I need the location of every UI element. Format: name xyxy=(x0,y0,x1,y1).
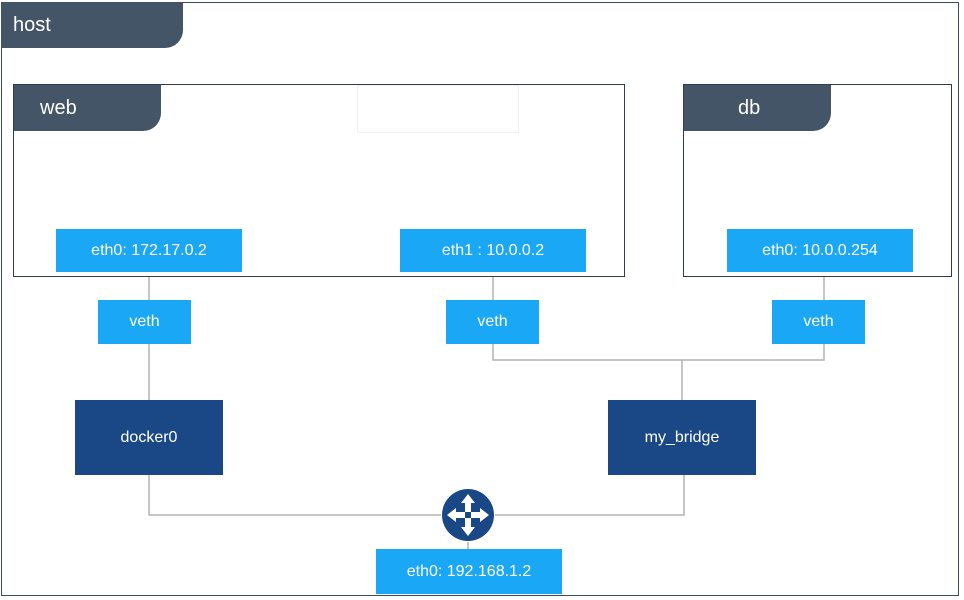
web-eth1-interface: eth1 : 10.0.0.2 xyxy=(400,229,586,272)
host-eth0-interface: eth0: 192.168.1.2 xyxy=(376,549,562,594)
veth-web-eth1: veth xyxy=(446,300,539,344)
db-tab: db xyxy=(684,85,831,131)
veth-db-eth0: veth xyxy=(772,300,865,344)
veth-label: veth xyxy=(803,313,834,330)
web-tab: web xyxy=(14,85,161,131)
web-eth1-label: eth1 : 10.0.0.2 xyxy=(441,241,545,259)
wire-docker0-router xyxy=(148,474,441,516)
db-eth0-label: eth0: 10.0.0.254 xyxy=(762,241,878,259)
veth-label: veth xyxy=(129,313,160,330)
my-bridge-bridge: my_bridge xyxy=(608,400,756,475)
wire-veths-join xyxy=(492,344,825,361)
host-label: host xyxy=(13,13,51,36)
veth-web-eth0: veth xyxy=(98,300,191,344)
web-eth0-label: eth0: 172.17.0.2 xyxy=(91,241,207,259)
web-eth0-interface: eth0: 172.17.0.2 xyxy=(56,229,242,272)
db-eth0-interface: eth0: 10.0.0.254 xyxy=(727,229,913,272)
web-container-blank-area xyxy=(357,85,519,133)
web-label: web xyxy=(40,96,77,119)
host-tab: host xyxy=(1,2,183,48)
veth-label: veth xyxy=(477,313,508,330)
db-label: db xyxy=(738,96,761,119)
router-icon xyxy=(442,489,494,541)
my-bridge-label: my_bridge xyxy=(644,428,720,446)
host-eth0-label: eth0: 192.168.1.2 xyxy=(406,562,532,580)
wire-my-bridge-router xyxy=(495,474,685,516)
docker0-bridge: docker0 xyxy=(75,400,223,475)
docker0-label: docker0 xyxy=(120,428,178,446)
